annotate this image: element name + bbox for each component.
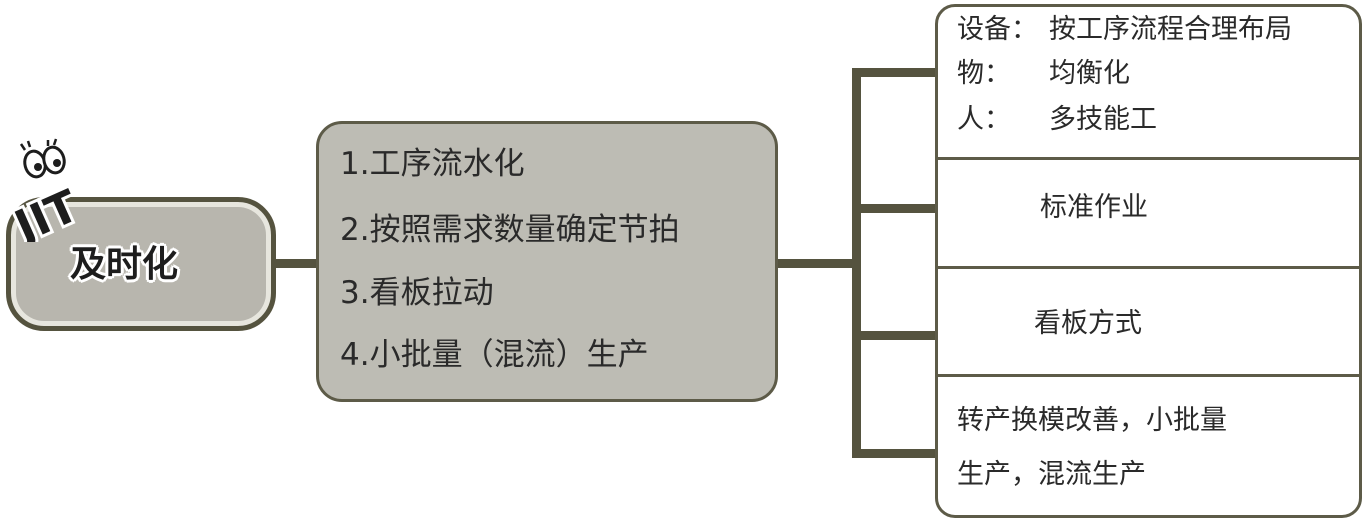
connector-middle-trunk [778,259,860,268]
right-stack [935,4,1362,518]
connector-root-middle [276,259,318,268]
connector-branch-4 [852,449,936,458]
box1-value-material: 均衡化 [1049,58,1130,89]
middle-item-3: 3.看板拉动 [340,275,494,311]
divider-1 [937,157,1360,160]
box3-label: 看板方式 [1034,308,1142,339]
divider-2 [937,266,1360,269]
middle-node [316,121,778,402]
root-node-label: 及时化 [70,244,179,285]
divider-3 [937,374,1360,377]
box2-label: 标准作业 [1040,192,1148,223]
box4-line-1: 转产换模改善，小批量 [957,405,1227,436]
connector-branch-3 [852,331,936,340]
jit-badge-text: JIT [8,181,86,242]
box1-key-people: 人： [957,104,1011,135]
middle-item-2: 2.按照需求数量确定节拍 [340,212,680,248]
box1-key-material: 物： [957,58,1011,89]
box4-line-2: 生产，混流生产 [957,459,1146,490]
root-node [6,197,276,331]
middle-item-1: 1.工序流水化 [340,146,525,182]
middle-item-4: 4.小批量（混流）生产 [340,337,649,373]
box1-key-equipment: 设备： [957,14,1038,45]
connector-vertical-trunk [852,68,861,458]
box1-value-equipment: 按工序流程合理布局 [1049,14,1292,45]
box1-value-people: 多技能工 [1049,104,1157,135]
eyes-icon [19,138,66,179]
connector-branch-1 [852,68,936,77]
connector-branch-2 [852,204,936,213]
jit-badge-icon: JIT [8,138,89,242]
